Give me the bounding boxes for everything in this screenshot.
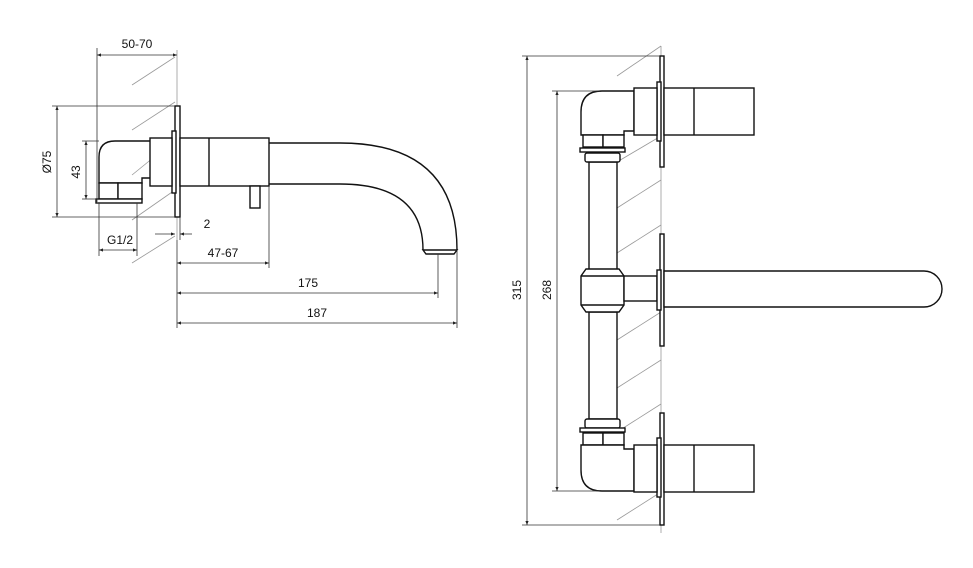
dim-wall-depth: 50-70 [122,37,153,51]
dim-flange-thickness: 2 [204,217,211,231]
side-faucet-body [95,105,459,255]
spout [663,270,943,308]
dim-handle-spacing: 268 [540,280,554,300]
handle-bottom [633,444,755,493]
front-faucet [579,55,943,526]
dim-connection: G1/2 [107,233,133,247]
dim-flange-diameter: Ø75 [40,150,54,173]
side-view: 50-70 Ø75 43 G1/2 2 47-67 175 187 [40,37,459,328]
dim-total-projection: 187 [307,306,327,320]
dim-elbow-height: 43 [69,165,83,179]
handle-top [633,87,755,136]
front-dimensions: 315 268 [510,55,660,526]
dim-total-height: 315 [510,280,524,300]
dim-spout-reach: 175 [298,276,318,290]
side-dimensions: 50-70 Ø75 43 G1/2 2 47-67 175 187 [40,37,458,328]
dim-body-length: 47-67 [208,246,239,260]
front-view: 315 268 [510,45,943,533]
